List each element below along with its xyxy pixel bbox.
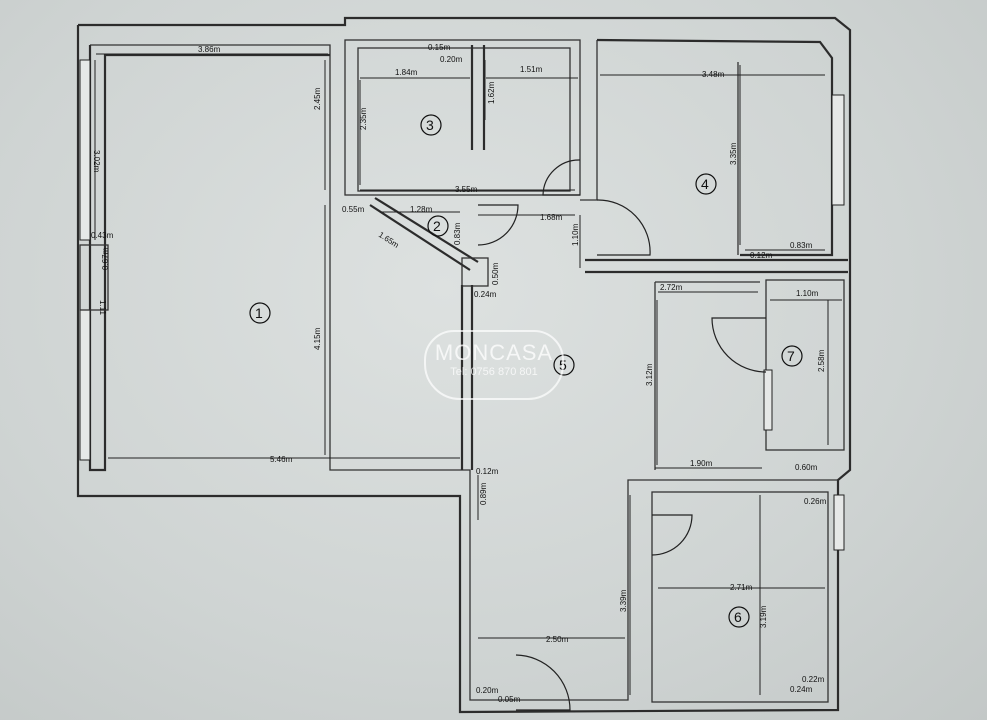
- dim-r2-a: 0.55m: [342, 205, 365, 214]
- dim-r7-c: 0.60m: [795, 463, 818, 472]
- dim-r3-f: 1.62m: [487, 81, 496, 104]
- dim-r2-e: 1.68m: [540, 213, 563, 222]
- dim-r2-c: 1.65m: [377, 230, 401, 250]
- dim-r3-g: 3.55m: [455, 185, 478, 194]
- room-4-walls: [580, 38, 848, 274]
- room-6-label: 6: [734, 609, 742, 625]
- room-3-walls: [344, 39, 581, 196]
- dim-r7-a: 1.10m: [796, 289, 819, 298]
- room-4-label: 4: [701, 176, 709, 192]
- room-1-label: 1: [255, 305, 263, 321]
- dim-r5-i: 0.05m: [498, 695, 521, 704]
- dim-r5-a: 2.72m: [660, 283, 683, 292]
- dim-r5-f: 3.39m: [619, 589, 628, 612]
- dim-r5-c: 1.90m: [690, 459, 713, 468]
- dim-r3-c: 1.84m: [395, 68, 418, 77]
- dim-r5-d: 0.12m: [476, 467, 499, 476]
- door-room-4: [596, 199, 651, 256]
- dim-r7-b: 2.58m: [817, 349, 826, 372]
- dim-r2-g: 0.24m: [474, 290, 497, 299]
- dim-r3-e: 2.35m: [359, 107, 368, 130]
- dim-r1-left: 3.02m: [92, 150, 101, 173]
- dim-r6-c: 3.19m: [759, 605, 768, 628]
- dim-r3-b: 0.20m: [440, 55, 463, 64]
- dim-r5-h: 0.20m: [476, 686, 499, 695]
- door-room-3: [542, 159, 581, 196]
- room-7-label: 7: [787, 348, 795, 364]
- dim-r3-d: 1.51m: [520, 65, 543, 74]
- dim-r5-e: 0.89m: [479, 482, 488, 505]
- dim-r3-a: 0.15m: [428, 43, 451, 52]
- room-2-walls: [369, 197, 489, 470]
- watermark-house-outline: [424, 330, 564, 400]
- dim-r5-g: 2.50m: [546, 635, 569, 644]
- room-2-label: 2: [433, 218, 441, 234]
- dim-r2-f: 0.50m: [491, 262, 500, 285]
- room-3-label: 3: [426, 117, 434, 133]
- dimension-labels: 3.86m 3.02m 2.45m 0.43m 0.67m 1.11 4.15m…: [91, 43, 827, 704]
- dim-r1-small3: 1.11: [98, 300, 107, 316]
- door-room-2: [477, 204, 519, 246]
- dimension-lines: [94, 53, 842, 695]
- dim-r6-d: 0.22m: [802, 675, 825, 684]
- dim-r1-small1: 0.43m: [91, 231, 114, 240]
- dim-r4-a: 3.48m: [702, 70, 725, 79]
- dim-r4-b: 3.35m: [729, 142, 738, 165]
- door-room-6: [651, 514, 693, 556]
- dim-r5-b: 3.12m: [645, 363, 654, 386]
- dim-r6-b: 2.71m: [730, 583, 753, 592]
- door-room-7: [711, 317, 767, 373]
- dim-r2-b: 1.28m: [410, 205, 433, 214]
- room-7-walls: [654, 279, 845, 470]
- room-numbers: 1 2 3 4 5 6 7: [249, 114, 803, 628]
- dim-r6-a: 0.26m: [804, 497, 827, 506]
- dim-r4-e: 1.10m: [571, 223, 580, 246]
- dim-r1-height: 4.15m: [313, 327, 322, 350]
- watermark-phone: Tel: 0756 870 801: [450, 366, 538, 378]
- dim-r1-top: 3.86m: [198, 45, 221, 54]
- dim-r1-bottom: 5.46m: [270, 455, 293, 464]
- dim-r4-d: 0.12m: [750, 251, 773, 260]
- dim-r2-d: 0.83m: [453, 222, 462, 245]
- dim-r1-small2: 0.67m: [101, 247, 110, 270]
- dim-r1-mid: 2.45m: [313, 87, 322, 110]
- dim-r6-e: 0.24m: [790, 685, 813, 694]
- door-entrance: [515, 654, 571, 711]
- room-1-windows: [79, 59, 109, 461]
- watermark: MONCASA Tel: 0756 870 801: [424, 330, 564, 400]
- dim-r4-c: 0.83m: [790, 241, 813, 250]
- room-6-walls: [651, 479, 845, 703]
- doors: [477, 159, 767, 711]
